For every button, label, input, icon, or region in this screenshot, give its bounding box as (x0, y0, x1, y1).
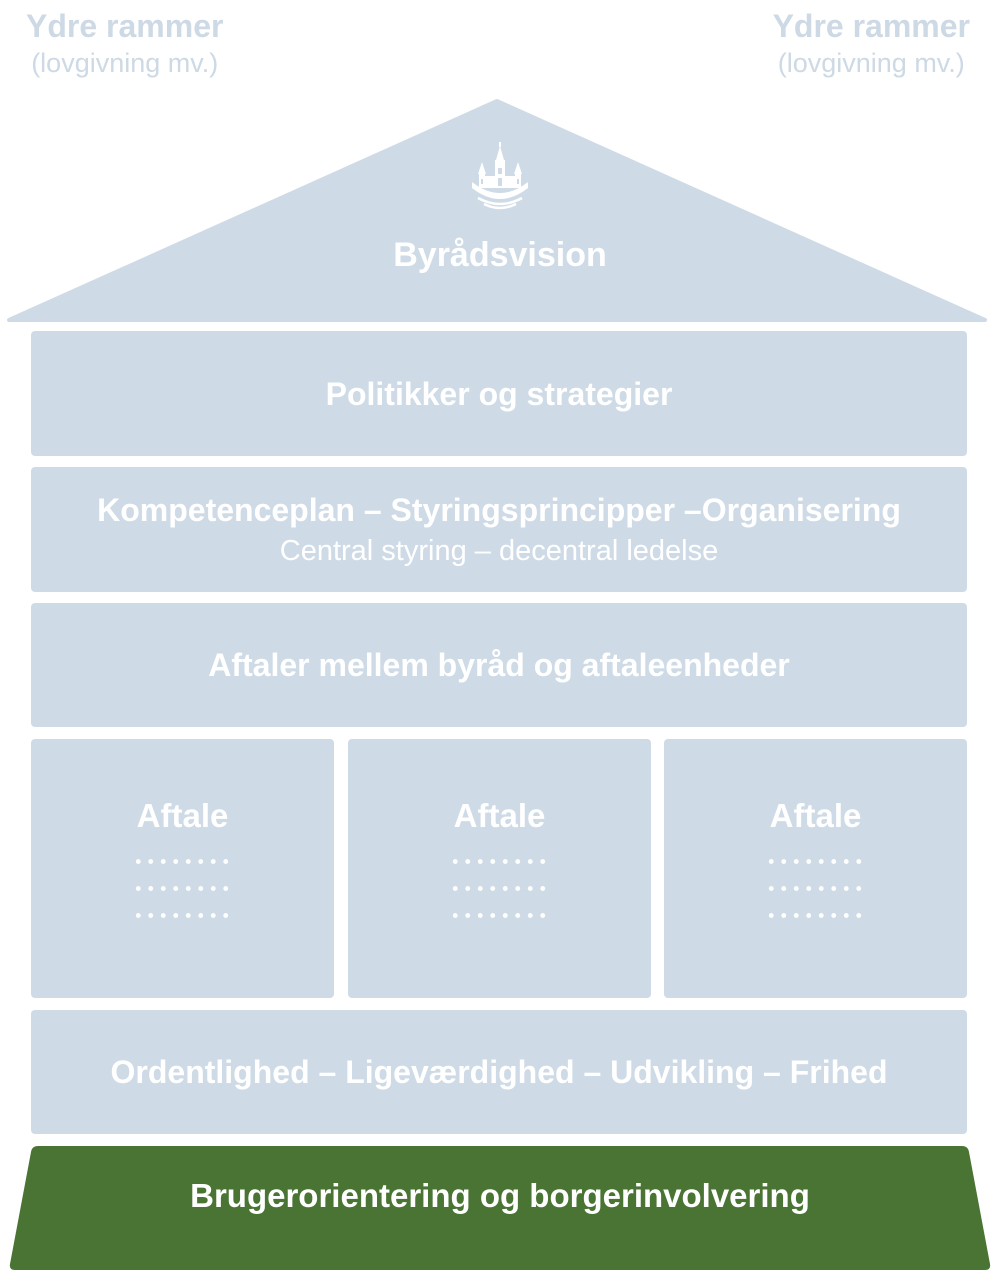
dotted-placeholder (31, 849, 334, 930)
corner-label-left: Ydre rammer (lovgivning mv.) (26, 6, 223, 80)
roof-title: Byrådsvision (393, 236, 607, 274)
corner-right-subtitle: (lovgivning mv.) (777, 48, 965, 78)
aftale-column-title: Aftale (769, 797, 862, 834)
band-vaerdier-label: Ordentlighed – Ligeværdighed – Udvikling… (110, 1054, 888, 1090)
band-kompetence: Kompetenceplan – Styringsprincipper –Org… (31, 467, 967, 592)
foundation-title: Brugerorientering og borgerinvolvering (190, 1177, 810, 1214)
corner-left-subtitle: (lovgivning mv.) (31, 48, 219, 78)
band-aftaler-label: Aftaler mellem byråd og aftaleenheder (208, 647, 790, 683)
aftale-column-title: Aftale (453, 797, 546, 834)
corner-left-title: Ydre rammer (26, 8, 224, 44)
corner-label-right: Ydre rammer (lovgivning mv.) (773, 6, 970, 80)
band-politikker: Politikker og strategier (31, 331, 967, 456)
roof-triangle (7, 99, 987, 322)
band-politikker-label: Politikker og strategier (325, 375, 673, 412)
band-vaerdier: Ordentlighed – Ligeværdighed – Udvikling… (31, 1010, 967, 1134)
dotted-placeholder (664, 849, 967, 930)
castle-logo-icon (472, 142, 528, 210)
aftale-column-title: Aftale (136, 797, 229, 834)
band-kompetence-label: Kompetenceplan – Styringsprincipper –Org… (97, 491, 901, 528)
aftale-column: Aftale (31, 739, 334, 998)
foundation-block (9, 1146, 991, 1270)
band-kompetence-sublabel: Central styring – decentral ledelse (279, 534, 719, 567)
aftale-column: Aftale (664, 739, 967, 998)
dotted-placeholder (348, 849, 651, 930)
aftale-column: Aftale (348, 739, 651, 998)
corner-right-title: Ydre rammer (772, 8, 970, 44)
band-aftaler: Aftaler mellem byråd og aftaleenheder (31, 603, 967, 727)
